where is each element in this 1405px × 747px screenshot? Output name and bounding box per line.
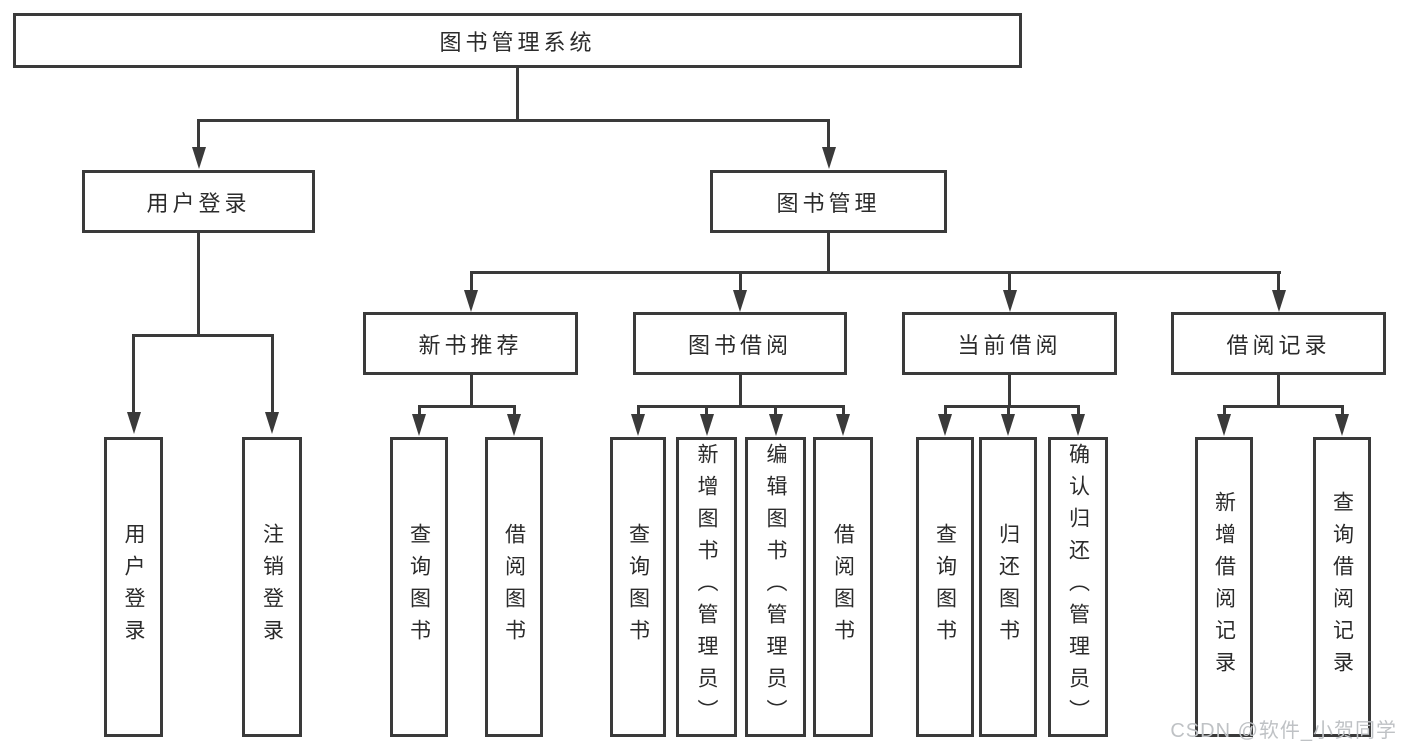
leaf-query-books-borrowing: 查询图书 [610, 437, 666, 737]
connector [1277, 375, 1280, 407]
leaf-query-books-recommend: 查询图书 [390, 437, 448, 737]
connector [418, 405, 516, 408]
arrowhead-down-icon [836, 414, 850, 436]
leaf-query-borrow-record: 查询借阅记录 [1313, 437, 1371, 737]
arrowhead-down-icon [1217, 414, 1231, 436]
leaf-return-book: 归还图书 [979, 437, 1037, 737]
connector [1223, 405, 1343, 408]
connector [637, 405, 845, 408]
node-user-login: 用户登录 [82, 170, 315, 233]
connector [827, 233, 830, 273]
leaf-borrow-books-borrowing: 借阅图书 [813, 437, 873, 737]
connector [1223, 405, 1226, 416]
connector [197, 233, 200, 336]
connector [1341, 405, 1344, 416]
connector [1277, 271, 1280, 292]
arrowhead-down-icon [1001, 414, 1015, 436]
connector [197, 119, 830, 122]
connector [842, 405, 845, 416]
node-book-borrowing: 图书借阅 [633, 312, 847, 375]
node-new-book-recommendation: 新书推荐 [363, 312, 578, 375]
connector [944, 405, 947, 416]
arrowhead-down-icon [1272, 290, 1286, 312]
leaf-confirm-return-admin: 确认归还（管理员） [1048, 437, 1108, 737]
node-book-management: 图书管理 [710, 170, 947, 233]
connector [470, 271, 473, 292]
arrowhead-down-icon [822, 147, 836, 169]
connector [1077, 405, 1080, 416]
leaf-query-books-current: 查询图书 [916, 437, 974, 737]
arrowhead-down-icon [265, 412, 279, 434]
arrowhead-down-icon [769, 414, 783, 436]
arrowhead-down-icon [127, 412, 141, 434]
connector [470, 271, 1281, 274]
connector [944, 405, 1080, 408]
connector [637, 405, 640, 416]
connector [132, 334, 135, 414]
arrowhead-down-icon [1003, 290, 1017, 312]
watermark: CSDN @软件_小贺同学 [1170, 720, 1397, 742]
connector [827, 119, 830, 150]
connector [1008, 375, 1011, 407]
connector [418, 405, 421, 416]
arrowhead-down-icon [507, 414, 521, 436]
connector [132, 334, 274, 337]
connector [739, 271, 742, 292]
arrowhead-down-icon [700, 414, 714, 436]
connector [197, 119, 200, 150]
arrowhead-down-icon [733, 290, 747, 312]
arrowhead-down-icon [192, 147, 206, 169]
connector [516, 68, 519, 121]
connector [1008, 271, 1011, 292]
arrowhead-down-icon [631, 414, 645, 436]
node-current-borrowing: 当前借阅 [902, 312, 1117, 375]
arrowhead-down-icon [938, 414, 952, 436]
connector [1007, 405, 1010, 416]
node-library-system: 图书管理系统 [13, 13, 1022, 68]
leaf-user-login: 用户登录 [104, 437, 163, 737]
connector [774, 405, 777, 416]
connector [705, 405, 708, 416]
connector [271, 334, 274, 414]
arrowhead-down-icon [1071, 414, 1085, 436]
leaf-add-book-admin: 新增图书（管理员） [676, 437, 737, 737]
leaf-add-borrow-record: 新增借阅记录 [1195, 437, 1253, 737]
arrowhead-down-icon [412, 414, 426, 436]
leaf-edit-book-admin: 编辑图书（管理员） [745, 437, 806, 737]
connector [513, 405, 516, 416]
connector [470, 375, 473, 407]
connector [739, 375, 742, 407]
arrowhead-down-icon [1335, 414, 1349, 436]
leaf-borrow-books-recommend: 借阅图书 [485, 437, 543, 737]
arrowhead-down-icon [464, 290, 478, 312]
node-borrowing-records: 借阅记录 [1171, 312, 1386, 375]
leaf-logout: 注销登录 [242, 437, 302, 737]
